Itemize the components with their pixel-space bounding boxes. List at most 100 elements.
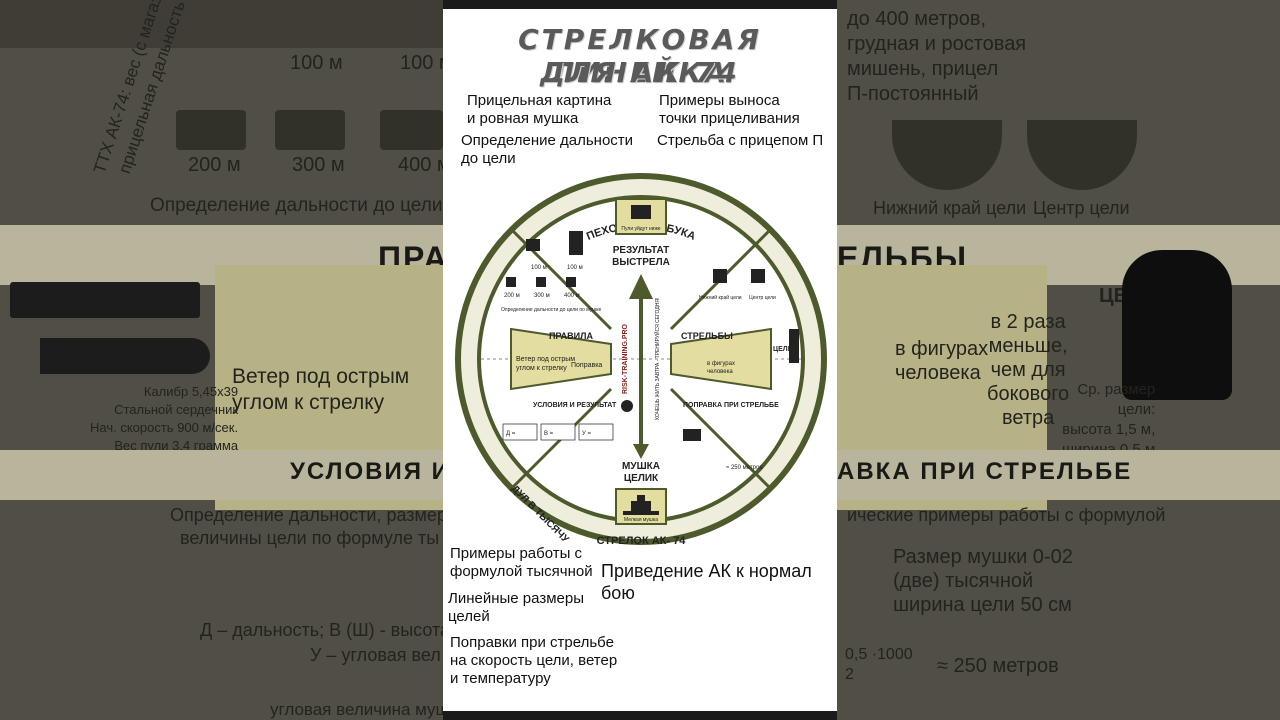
wind-text-line: Ветер под острым	[516, 356, 575, 363]
center-arrow-head	[629, 274, 653, 299]
sight-example-icon	[713, 269, 727, 283]
background-right-panel: до 400 метров, грудная и ростовая мишень…	[837, 0, 1280, 720]
divider	[669, 387, 773, 491]
target-icon	[506, 277, 516, 287]
wind-text-line: углом к стрелку	[516, 365, 567, 372]
bg-bullet-shape	[40, 338, 210, 374]
distance-label: 100 м	[567, 265, 583, 271]
formula-v-box	[540, 423, 576, 441]
bg-dist-4: 300 м	[292, 154, 345, 176]
ring-bottom-text: СТРЕЛОК АК- 74	[597, 535, 687, 547]
lower-edge-label: Нижний край цели	[699, 294, 742, 301]
caption-sight-p[interactable]: Стрельба с прицепом П	[657, 132, 824, 149]
bg-y-angle: У – угловая вел	[310, 645, 441, 665]
caption-normal-fight[interactable]: Приведение АК к нормал бою	[601, 561, 812, 603]
small-sight-text: Мелкая мушка	[624, 517, 658, 523]
caption-corrections[interactable]: Поправки при стрельбе на скорость цели, …	[450, 634, 618, 687]
sight-label: ЦЕЛИК	[624, 473, 659, 484]
caption-sight-picture[interactable]: Прицельная картина и ровная мушка	[467, 92, 612, 127]
correction-heading: ПОПРАВКА ПРИ СТРЕЛЬБЕ	[683, 402, 779, 409]
range-by-sight: Определение дальности до цели по мушке	[501, 307, 601, 313]
wind-wedge-left	[510, 327, 612, 391]
bg-dim-overlay	[837, 0, 1280, 720]
caption-aim-offset[interactable]: Примеры выноса точки прицеливания	[659, 92, 800, 127]
infographic-frame: СТРЕЛКОВАЯ ЛИНЕЙКА ДЛЯ АК 74 Прицельная …	[443, 9, 837, 711]
bg-dim-overlay	[0, 0, 443, 720]
bg-dist-2: 100 м	[400, 52, 443, 74]
bg-right-top-1: до 400 метров,	[847, 8, 987, 30]
bg-wind-text: Ветер под острым углом к стрелку	[232, 365, 410, 414]
bg-caliber-text: Калибр 5,45x39 Стальной сердечник Нач. с…	[90, 384, 239, 453]
bg-250: ≈ 250 метров	[937, 655, 1059, 677]
right-wedge-text: в фигурах	[707, 361, 735, 367]
result-label: РЕЗУЛЬТАТ	[613, 245, 670, 256]
bg-target-shape	[176, 110, 246, 150]
caption-formula-examples[interactable]: Примеры работы с формулой тысячной	[450, 545, 593, 580]
bg-sight-size: Размер мушки 0-02 (две) тысячной ширина …	[893, 546, 1073, 616]
rules-heading: ПРАВИЛА	[549, 331, 593, 341]
bg-right-top-4: П-постоянный	[847, 83, 979, 105]
conditions-heading: УСЛОВИЯ И РЕЗУЛЬТАТ	[533, 402, 617, 409]
bg-figures-text: в фигурах человека	[895, 338, 989, 384]
wheel-svg: ПЕХОТНАЯ АЗБУКА СТРЕЛОК АК- 74 ДУЛ В ТЫС…	[455, 173, 827, 547]
bg-twice-text: в 2 раза меньше, чем для бокового ветра	[987, 311, 1070, 429]
formula-v: В =	[544, 431, 554, 437]
bg-center: Центр цели	[1033, 198, 1130, 218]
result-label: ВЫСТРЕЛА	[612, 257, 670, 268]
formula-d-box	[502, 423, 538, 441]
bullets-low-text: Пули уйдут ниже	[621, 225, 660, 232]
bg-top-strip	[0, 0, 443, 48]
bg-determine-text: Определение дальности, размеров и у	[170, 505, 443, 525]
center-arrow-tail	[633, 444, 649, 459]
right-wedge-text: человека	[707, 369, 733, 375]
front-sight-icon	[623, 495, 659, 515]
wind-wedge-right	[670, 327, 772, 391]
bg-soldier-silhouette	[1122, 250, 1232, 400]
formula-y-box	[578, 423, 614, 441]
target-icon	[569, 231, 583, 255]
distance-label: 100 м	[531, 265, 547, 271]
correction-small-text: Поправка	[571, 362, 602, 369]
soldier-icon	[789, 329, 799, 363]
bg-lower-edge: Нижний край цели	[873, 198, 1027, 218]
bg-band-2	[837, 450, 1280, 500]
bg-rifle-shape	[10, 282, 200, 318]
title-line-2: ДЛЯ АК 74	[540, 56, 740, 89]
bg-practical-text: ические примеры работы с формулой	[847, 505, 1166, 525]
target-label: ЦЕЛЬ	[773, 346, 793, 353]
site-text: RISK-TRAINING.PRO	[622, 323, 629, 394]
bg-right-top-2: грудная и ростовая	[847, 33, 1027, 55]
bg-avg-text: Ср. размер цели: высота 1,5 м, ширина 0,…	[1062, 381, 1156, 458]
distance-label: 300 м	[534, 293, 550, 299]
distance-label: 200 м	[504, 293, 520, 299]
bg-correction-heading: АВКА ПРИ СТРЕЛЬБЕ	[837, 458, 1133, 485]
target-icon	[566, 277, 576, 287]
caption-range-estimation[interactable]: Определение дальности до цели	[461, 132, 634, 167]
bg-dist-3: 200 м	[188, 154, 241, 176]
bg-formula-line: величины цели по формуле ты	[180, 528, 440, 548]
background-left-panel: 100 м 100 м 200 м 300 м 400 м Определени…	[0, 0, 443, 720]
title-line-1: СТРЕЛКОВАЯ ЛИНЕЙКА	[518, 23, 762, 89]
motto-text: ХОЧЕШЬ ЖИТЬ ЗАВТРА - ТРЕНИРУЙСЯ СЕГОДНЯ!	[653, 298, 661, 421]
bg-right-top-3: мишень, прицел	[847, 58, 999, 80]
bg-d-range: Д – дальность; В (Ш) - высота (ш	[200, 620, 443, 640]
bg-dist-5: 400 м	[398, 154, 443, 176]
center-label: Центр цели	[749, 295, 776, 301]
distance-label: 400 м	[564, 293, 580, 299]
target-icon	[526, 239, 540, 251]
bg-formula: 0,5 ·1000 2	[845, 646, 913, 683]
shooting-ruler-wheel: ПЕХОТНАЯ АЗБУКА СТРЕЛОК АК- 74 ДУЛ В ТЫС…	[451, 169, 831, 549]
formula-d: Д =	[506, 431, 516, 437]
result-target-icon	[631, 205, 651, 219]
formula-y: У =	[582, 431, 591, 437]
target-icon	[536, 277, 546, 287]
caption-linear-sizes[interactable]: Линейные размеры целей	[448, 590, 584, 625]
result-250: ≈ 250 метров	[726, 465, 763, 471]
skull-icon	[621, 400, 633, 412]
bg-range-text: Определение дальности до цели по мушке	[150, 195, 443, 216]
shots-heading: СТРЕЛЬБЫ	[681, 331, 733, 341]
bg-band-2	[0, 450, 443, 500]
sight-label: МУШКА	[622, 461, 660, 472]
bg-angle-text: угловая величина мушки АК	[270, 700, 443, 719]
bg-conditions-heading: УСЛОВИЯ И РЕЗУ	[290, 458, 443, 485]
